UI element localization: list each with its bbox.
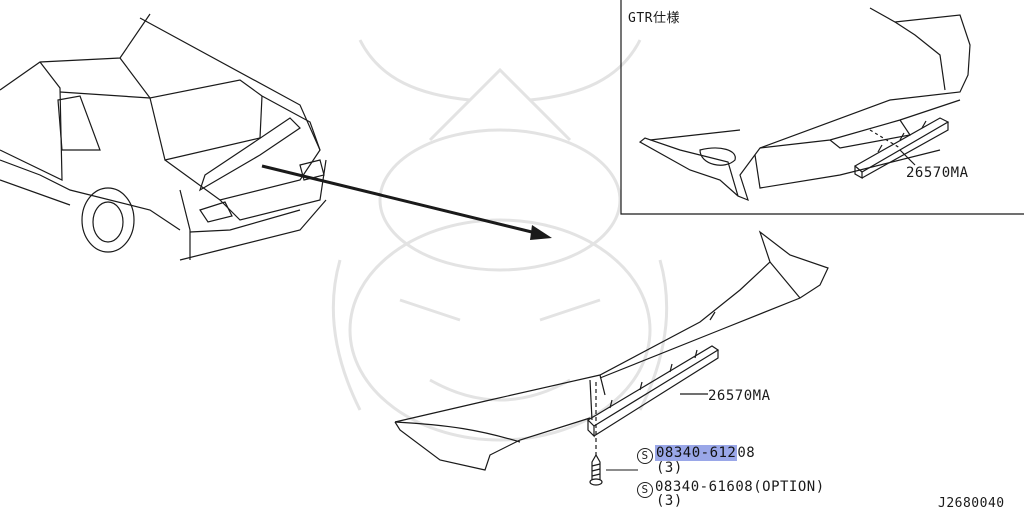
car-illustration [0,13,327,261]
inset-brake-light [853,117,950,180]
pointer-arrow [261,164,552,240]
samurai-watermark [331,39,669,442]
screw2-number: 08340-61608 [655,479,754,495]
main-spoiler [394,230,829,471]
inset-part-label: 26570MA [906,165,969,181]
gtr-spoiler [638,7,971,202]
screw1-qty: (3) [656,460,683,476]
screw1-number-rest: 08 [737,445,756,461]
gtr-inset-frame [620,0,1024,215]
s-symbol-icon: S [637,448,653,464]
screw2-qty: (3) [656,493,683,509]
reference-code: J2680040 [938,496,1005,511]
screw-part [589,453,603,486]
main-part-label: 26570MA [708,388,771,404]
main-brake-light [587,345,720,455]
s-symbol-icon: S [637,482,653,498]
screw2-note: (OPTION) [753,479,825,495]
screw1-number-highlighted: 08340-612 [655,445,738,461]
inset-title: GTR仕様 [628,11,680,26]
